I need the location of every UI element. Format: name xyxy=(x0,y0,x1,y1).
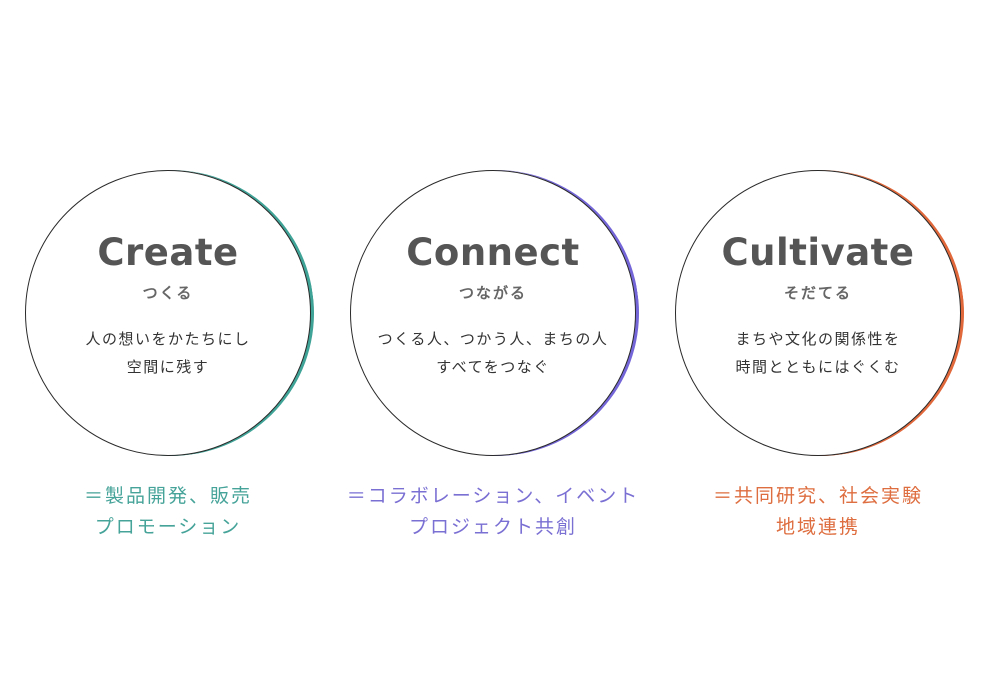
connect-description-line-1: つくる人、つかう人、まちの人 xyxy=(377,330,609,348)
create-circle: Create つくる 人の想いをかたちにし 空間に残す xyxy=(9,151,333,475)
connect-circle-outline xyxy=(350,170,636,456)
create-caption-line-1: ＝製品開発、販売 xyxy=(83,485,252,507)
cultivate-caption-line-2: 地域連携 xyxy=(775,516,860,538)
cultivate-subtitle: そだてる xyxy=(783,284,852,302)
connect-description-line-2: すべてをつなぐ xyxy=(436,358,550,376)
cultivate-circle-content: Cultivate そだてる まちや文化の関係性を 時間とともにはぐくむ xyxy=(675,170,961,456)
create-description: 人の想いをかたちにし 空間に残す xyxy=(25,325,311,381)
cultivate-description-line-1: まちや文化の関係性を xyxy=(735,330,901,348)
cultivate-description-line-2: 時間とともにはぐくむ xyxy=(735,358,901,376)
create-subtitle: つくる xyxy=(142,284,194,302)
cultivate-circle: Cultivate そだてる まちや文化の関係性を 時間とともにはぐくむ xyxy=(659,151,983,475)
connect-caption: ＝コラボレーション、イベント プロジェクト共創 xyxy=(310,481,676,543)
cultivate-caption: ＝共同研究、社会実験 地域連携 xyxy=(635,481,1000,543)
connect-caption-line-2: プロジェクト共創 xyxy=(408,516,577,538)
create-caption-line-2: プロモーション xyxy=(94,516,242,538)
create-circle-outline xyxy=(25,170,311,456)
create-description-line-2: 空間に残す xyxy=(126,358,210,376)
cultivate-title: Cultivate xyxy=(721,231,915,274)
connect-description: つくる人、つかう人、まちの人 すべてをつなぐ xyxy=(350,325,636,381)
pillar-cultivate: Cultivate そだてる まちや文化の関係性を 時間とともにはぐくむ ＝共同… xyxy=(659,151,983,538)
cultivate-circle-outline xyxy=(675,170,961,456)
pillar-create: Create つくる 人の想いをかたちにし 空間に残す ＝製品開発、販売 プロモ… xyxy=(9,151,333,538)
create-caption: ＝製品開発、販売 プロモーション xyxy=(0,481,351,543)
create-description-line-1: 人の想いをかたちにし xyxy=(85,330,251,348)
cultivate-caption-line-1: ＝共同研究、社会実験 xyxy=(712,485,923,507)
cultivate-description: まちや文化の関係性を 時間とともにはぐくむ xyxy=(675,325,961,381)
create-circle-content: Create つくる 人の想いをかたちにし 空間に残す xyxy=(25,170,311,456)
connect-title: Connect xyxy=(406,231,580,274)
pillar-connect: Connect つながる つくる人、つかう人、まちの人 すべてをつなぐ ＝コラボ… xyxy=(334,151,658,538)
connect-caption-line-1: ＝コラボレーション、イベント xyxy=(346,485,640,507)
connect-circle-content: Connect つながる つくる人、つかう人、まちの人 すべてをつなぐ xyxy=(350,170,636,456)
connect-circle: Connect つながる つくる人、つかう人、まちの人 すべてをつなぐ xyxy=(334,151,658,475)
create-title: Create xyxy=(97,231,239,274)
connect-subtitle: つながる xyxy=(458,284,527,302)
